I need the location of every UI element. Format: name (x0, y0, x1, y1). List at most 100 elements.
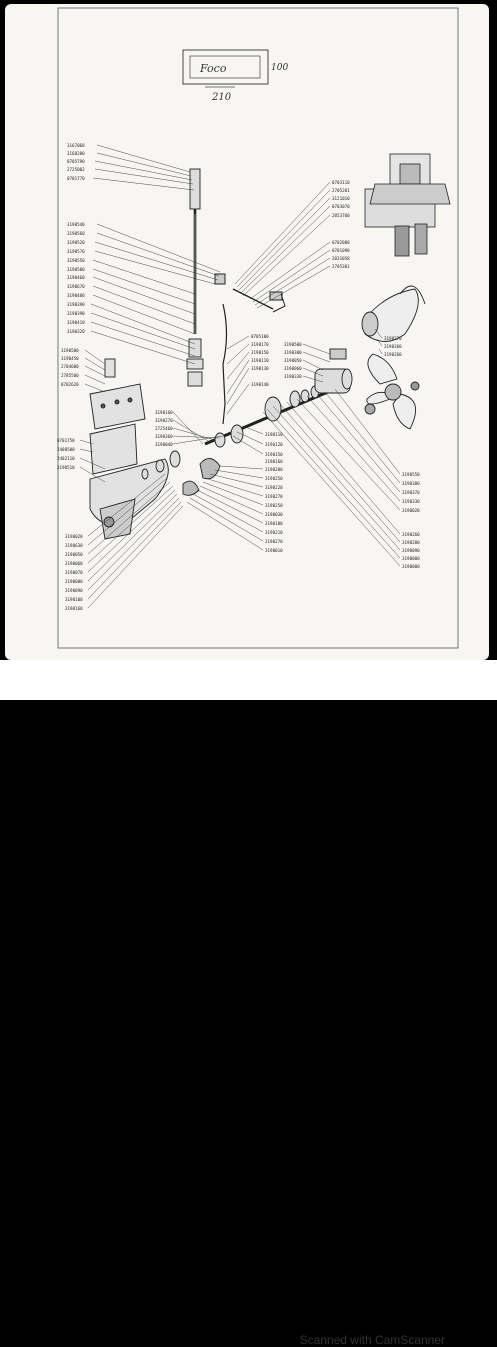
part-number: 3190280 (402, 540, 420, 545)
part-number: 3190260 (384, 352, 402, 357)
part-number: 3190150 (251, 350, 269, 355)
part-number: 0703070 (332, 204, 350, 209)
part-number: 3190270 (265, 494, 283, 499)
part-number: 3190210 (265, 530, 283, 535)
part-number: 3190000 (402, 556, 420, 561)
part-number: 3190270 (265, 539, 283, 544)
propeller-illustration (361, 285, 426, 430)
part-number: 3190090 (65, 588, 83, 593)
part-number: 3121010 (332, 196, 350, 201)
part-number: 3190330 (284, 374, 302, 379)
part-number: 0701750 (57, 438, 75, 443)
exploded-parts-diagram: Foco 100 210 (57, 7, 459, 649)
part-number: 3190260 (402, 532, 420, 537)
part-number: 3190090 (402, 548, 420, 553)
part-number: 3190160 (65, 606, 83, 611)
gear-train-illustration (141, 348, 353, 496)
part-number: 2725002 (67, 167, 85, 172)
part-number: 3190160 (155, 410, 173, 415)
part-number: 3190540 (67, 222, 85, 227)
leader-lines (79, 144, 401, 609)
part-number: 3190270 (155, 418, 173, 423)
part-number: 3190160 (265, 459, 283, 464)
part-number: 3190130 (251, 366, 269, 371)
part-number: 0705100 (251, 334, 269, 339)
gearcase-illustration (89, 358, 169, 540)
part-number: 3190080 (65, 579, 83, 584)
footer-bar: Scanned with CamScanner (0, 660, 497, 1347)
part-number: 3190630 (65, 543, 83, 548)
model-label: Foco 100 210 (182, 49, 288, 103)
part-number: 3190670 (67, 284, 85, 289)
part-number: 3160280 (67, 151, 85, 156)
part-number: 3190390 (67, 302, 85, 307)
part-number: 3190250 (265, 476, 283, 481)
part-number: 3190170 (251, 342, 269, 347)
part-number: 3190320 (67, 329, 85, 334)
part-number: 2705201 (332, 188, 350, 193)
part-number: 3190020 (65, 534, 83, 539)
part-number: 3190050 (65, 552, 83, 557)
part-number: 3190010 (265, 548, 283, 553)
part-number: 3190100 (265, 521, 283, 526)
part-number: 2053700 (332, 213, 350, 218)
part-number: 3190500 (284, 342, 302, 347)
part-number: 3190510 (57, 465, 75, 470)
part-number: 3190410 (67, 320, 85, 325)
part-number: 3190270 (384, 336, 402, 341)
model-code-text: 210 (211, 92, 232, 103)
part-number: 3190520 (67, 240, 85, 245)
part-number: 3190330 (402, 499, 420, 504)
part-number: 2785500 (61, 373, 79, 378)
camscanner-watermark: Scanned with CamScanner (299, 1333, 445, 1347)
model-number-text: 100 (271, 63, 288, 73)
part-number: 3190550 (402, 472, 420, 477)
engine-assembly-illustration (364, 153, 451, 257)
part-number: 3190360 (384, 344, 402, 349)
part-number: 3190030 (265, 512, 283, 517)
part-number: 3190500 (61, 348, 79, 353)
part-number: 3190040 (155, 442, 173, 447)
part-number: 3190050 (284, 358, 302, 363)
part-number: 3190480 (67, 293, 85, 298)
part-number: 3190360 (155, 434, 173, 439)
part-number: 3190250 (265, 503, 283, 508)
part-number: 3190020 (402, 508, 420, 513)
part-number: 0703110 (332, 180, 350, 185)
scanned-page: Foco 100 210 (5, 4, 489, 660)
part-number: 3190150 (265, 452, 283, 457)
part-number: 0702080 (332, 240, 350, 245)
part-number: 3190560 (67, 231, 85, 236)
part-number: 3190570 (67, 249, 85, 254)
part-number: 3190380 (402, 481, 420, 486)
part-number: 3190140 (251, 382, 269, 387)
part-number: 3190550 (67, 258, 85, 263)
part-number: 0702620 (61, 382, 79, 387)
part-number: 3190000 (402, 564, 420, 569)
part-number: 0701770 (67, 176, 85, 181)
model-name-text: Foco (199, 62, 227, 75)
part-number: 3190070 (65, 570, 83, 575)
part-number: 3190120 (265, 442, 283, 447)
part-number: 3190220 (265, 485, 283, 490)
part-number: 3190060 (65, 561, 83, 566)
part-number: 2408500 (57, 447, 75, 452)
part-number: 2705301 (332, 264, 350, 269)
part-number: 2031058 (332, 256, 350, 261)
drive-shaft-illustration (186, 168, 228, 425)
part-number: 2725460 (155, 426, 173, 431)
part-number: 3190110 (265, 432, 283, 437)
part-number: 3190110 (251, 358, 269, 363)
part-number: 3190060 (284, 366, 302, 371)
part-number: 0701090 (332, 248, 350, 253)
part-number: 3190460 (67, 275, 85, 280)
part-number: 3167068 (67, 143, 85, 148)
part-number: 3190300 (284, 350, 302, 355)
part-number: 3190390 (67, 311, 85, 316)
part-number: 2704600 (61, 364, 79, 369)
part-number: 3190450 (61, 356, 79, 361)
part-number-labels: 3167068 3160280 0705790 2725002 0701770 … (57, 143, 420, 611)
part-number: 0705790 (67, 159, 85, 164)
part-number: 3190370 (402, 490, 420, 495)
part-number: 3190580 (67, 267, 85, 272)
